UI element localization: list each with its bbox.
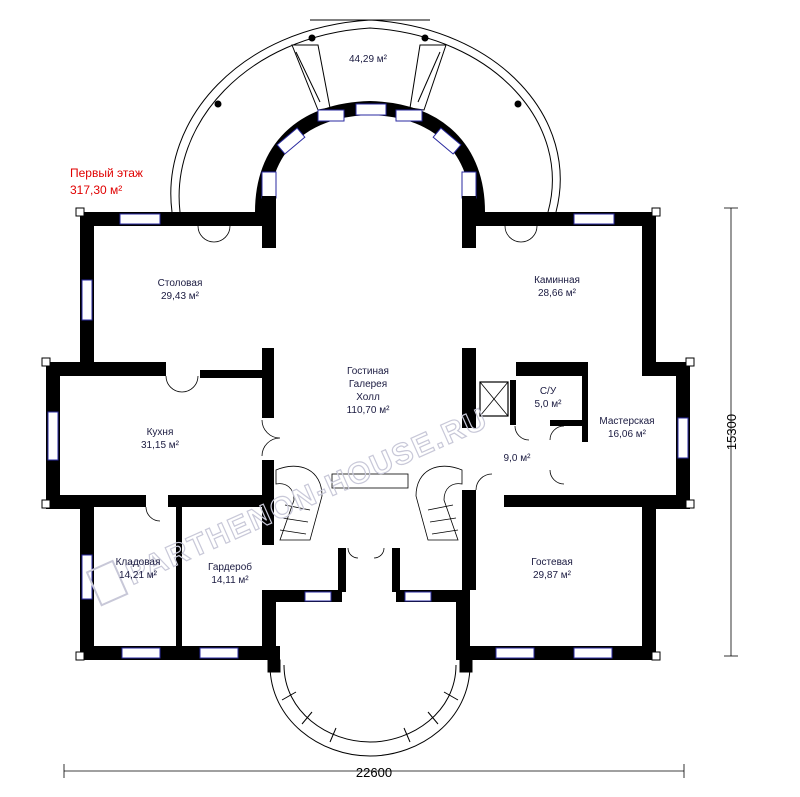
- doors: [145, 225, 565, 559]
- room-name: Каминная: [534, 275, 580, 286]
- room-name: Гостевая: [531, 557, 573, 568]
- room-area: 5,0 м²: [535, 399, 563, 410]
- room-name: Кладовая: [116, 557, 161, 568]
- dimension-lines: [63, 207, 738, 778]
- outer-walls: [41, 207, 695, 661]
- room-name-line-2: Галерея: [349, 379, 387, 390]
- bay-wall: [255, 100, 485, 213]
- top-terrace: [170, 19, 561, 213]
- room-area: 110,70 м²: [347, 405, 390, 416]
- room-name: С/У: [540, 386, 557, 397]
- room-area: 28,66 м²: [538, 288, 577, 299]
- room-area: 16,06 м²: [608, 429, 647, 440]
- floor-area: 317,30 м²: [70, 183, 122, 197]
- room-name-line-3: Холл: [356, 392, 380, 403]
- room-name-line-1: Гостиная: [347, 366, 389, 377]
- floor-title: Первый этаж: [70, 166, 143, 180]
- room-name: Гардероб: [208, 561, 252, 573]
- room-name: Кухня: [147, 427, 174, 438]
- staircases: [275, 465, 463, 541]
- room-name: Мастерская: [599, 416, 654, 427]
- room-area: 29,43 м²: [161, 291, 200, 302]
- room-name: Столовая: [158, 278, 203, 289]
- room-area: 29,87 м²: [533, 570, 572, 581]
- room-area: 14,21 м²: [119, 570, 158, 581]
- room-area: 44,29 м²: [349, 54, 388, 65]
- room-area: 31,15 м²: [141, 440, 180, 451]
- room-area: 14,11 м²: [211, 575, 249, 586]
- windows: [47, 213, 689, 659]
- bottom-porch: [267, 659, 473, 757]
- inner-walls: [94, 196, 654, 647]
- room-area: 9,0 м²: [504, 453, 532, 464]
- dimension-width: 22600: [356, 765, 392, 780]
- dimension-height: 15300: [724, 414, 739, 450]
